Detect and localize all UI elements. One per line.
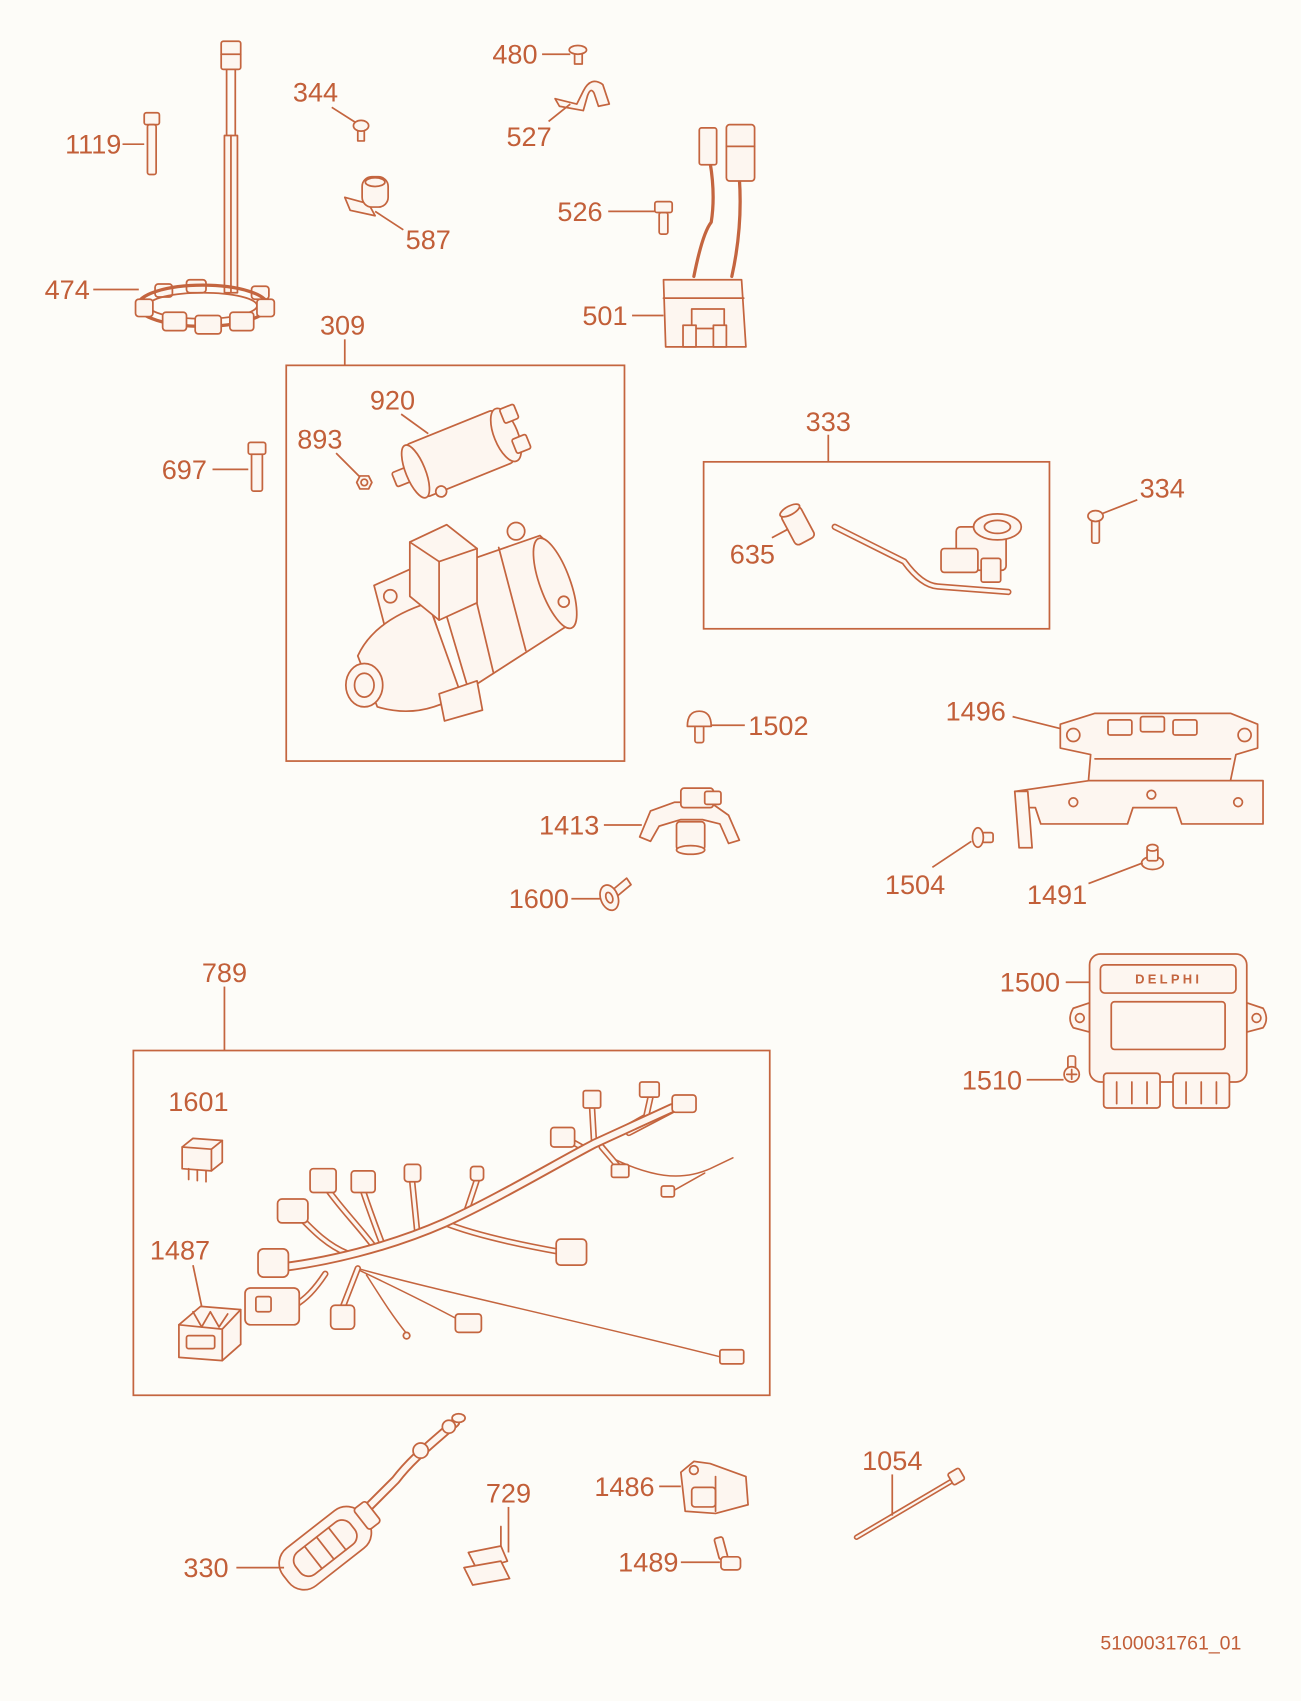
callout-1504[interactable]: 1504 xyxy=(885,869,945,900)
fuse-box-1487-drawing xyxy=(178,1305,242,1362)
cable-tie-1054-drawing xyxy=(853,1467,966,1541)
callout-1054[interactable]: 1054 xyxy=(862,1445,922,1476)
clamp-527-drawing xyxy=(554,80,611,112)
callout-697[interactable]: 697 xyxy=(162,454,207,485)
sensor-1413-drawing xyxy=(638,787,741,856)
connector-330-drawing xyxy=(278,1500,381,1591)
nut-893-drawing xyxy=(355,475,373,490)
sleeve-635-drawing xyxy=(779,503,815,546)
clip-729-drawing xyxy=(463,1525,511,1586)
callout-1487[interactable]: 1487 xyxy=(150,1235,210,1266)
callout-474[interactable]: 474 xyxy=(45,274,90,305)
callout-920[interactable]: 920 xyxy=(370,385,415,416)
callout-527[interactable]: 527 xyxy=(506,121,551,152)
relay-1601-drawing xyxy=(181,1137,224,1183)
callout-789[interactable]: 789 xyxy=(202,957,247,988)
screw-480-drawing xyxy=(568,44,588,65)
callout-1500[interactable]: 1500 xyxy=(1000,967,1060,998)
callout-1119[interactable]: 1119 xyxy=(65,129,121,160)
ecu-brand-label: DELPHI xyxy=(1135,971,1202,986)
sensor-1486-drawing xyxy=(679,1460,749,1515)
callout-1601[interactable]: 1601 xyxy=(168,1086,228,1117)
callout-1489[interactable]: 1489 xyxy=(618,1547,678,1578)
screw-1504-drawing xyxy=(971,826,994,849)
screw-1502-drawing xyxy=(686,710,713,744)
callout-333[interactable]: 333 xyxy=(806,406,851,437)
nut-1491-drawing xyxy=(1140,843,1165,871)
callout-1502[interactable]: 1502 xyxy=(748,710,808,741)
position-sensor-drawing xyxy=(831,513,1023,596)
sensor-cable-330-drawing xyxy=(355,1412,466,1521)
callout-309[interactable]: 309 xyxy=(320,310,365,341)
callout-labels: 1119 474 344 587 480 527 526 501 309 920… xyxy=(45,39,1185,1583)
group-frame-333 xyxy=(702,460,1051,630)
callout-635[interactable]: 635 xyxy=(730,538,775,569)
group-frame-789 xyxy=(132,1049,771,1397)
bolt-526-drawing xyxy=(653,200,674,236)
callout-334[interactable]: 334 xyxy=(1140,472,1185,503)
bolt-697-drawing xyxy=(247,441,267,492)
clamp-587-drawing xyxy=(343,175,390,217)
callout-480[interactable]: 480 xyxy=(492,39,537,70)
bracket-1496-drawing xyxy=(1013,712,1264,849)
wiring-harness-drawing xyxy=(244,1081,745,1365)
callout-729[interactable]: 729 xyxy=(486,1477,531,1508)
callout-587[interactable]: 587 xyxy=(406,224,451,255)
ecu-1500-drawing: DELPHI xyxy=(1069,953,1268,1109)
callout-330[interactable]: 330 xyxy=(183,1552,228,1583)
callout-893[interactable]: 893 xyxy=(297,424,342,455)
screw-1510-drawing xyxy=(1063,1055,1081,1083)
bolt-1119-drawing xyxy=(143,111,161,176)
callout-1600[interactable]: 1600 xyxy=(509,883,569,914)
callout-1510[interactable]: 1510 xyxy=(962,1064,1022,1095)
callout-501[interactable]: 501 xyxy=(582,300,627,331)
bolt-334-drawing xyxy=(1087,509,1104,545)
starter-motor-drawing xyxy=(344,521,578,722)
callout-1491[interactable]: 1491 xyxy=(1027,879,1087,910)
screw-344-drawing xyxy=(352,119,370,142)
drawing-number: 5100031761_01 xyxy=(1100,1633,1241,1655)
callout-1486[interactable]: 1486 xyxy=(594,1471,654,1502)
group-frame-309 xyxy=(285,364,626,762)
callout-1413[interactable]: 1413 xyxy=(539,810,599,841)
callout-526[interactable]: 526 xyxy=(557,196,602,227)
leader-lines xyxy=(93,53,1144,1569)
callout-1496[interactable]: 1496 xyxy=(946,696,1006,727)
callout-344[interactable]: 344 xyxy=(293,77,338,108)
bolt-1489-drawing xyxy=(713,1536,742,1571)
screw-1600-drawing xyxy=(599,877,632,912)
module-501-drawing xyxy=(662,123,756,348)
stator-drawing xyxy=(134,40,276,335)
starter-solenoid-920-drawing xyxy=(391,403,532,499)
